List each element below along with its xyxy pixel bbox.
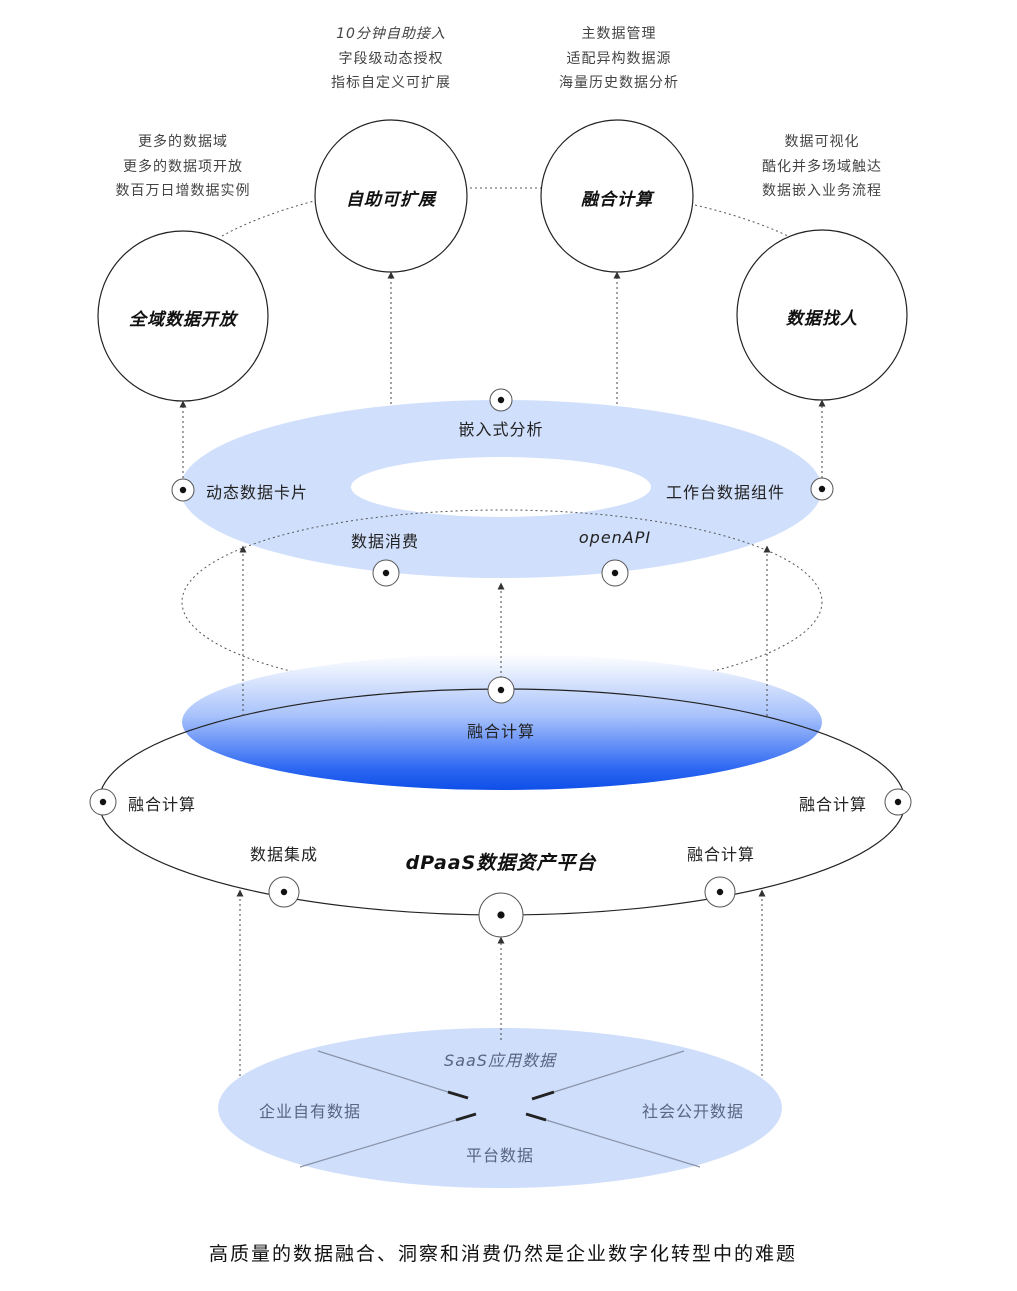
node-markers	[89, 388, 912, 938]
node-workbench	[810, 477, 834, 501]
find-people-note: 数据嵌入业务流程	[762, 183, 882, 199]
label-workbench: 工作台数据组件	[666, 483, 786, 502]
fusion-note: 海量历史数据分析	[559, 75, 679, 91]
source-cross-lines	[299, 1050, 701, 1168]
label-lower-right: 融合计算	[686, 845, 756, 864]
label-platform-left: 融合计算	[128, 795, 197, 814]
node-platform-left	[89, 788, 117, 816]
fusion-notes: 主数据管理 适配异构数据源 海量历史数据分析	[559, 22, 679, 96]
dotted-middle-ellipse	[181, 509, 823, 695]
self-service-notes: 10分钟自助接入 字段级动态授权 指标自定义可扩展	[331, 22, 451, 96]
node-integration	[268, 876, 300, 908]
gradient-disc	[182, 654, 822, 790]
label-platform-right: 融合计算	[799, 795, 868, 814]
caption: 高质量的数据融合、洞察和消费仍然是企业数字化转型中的难题	[208, 1243, 798, 1265]
label-platform-top: 融合计算	[466, 722, 536, 741]
label-dynamic-card: 动态数据卡片	[206, 483, 309, 502]
self-service-note: 10分钟自助接入	[336, 26, 446, 42]
source-enterprise: 企业自有数据	[258, 1102, 362, 1121]
source-saas: SaaS应用数据	[444, 1051, 556, 1070]
self-service-note: 字段级动态授权	[338, 50, 444, 67]
label-embedded: 嵌入式分析	[458, 420, 544, 439]
circle-title-find-people: 数据找人	[786, 309, 858, 329]
node-platform-right	[884, 788, 912, 816]
self-service-note: 指标自定义可扩展	[331, 75, 451, 91]
fusion-note: 适配异构数据源	[566, 50, 672, 67]
node-embedded	[489, 388, 513, 412]
label-integration: 数据集成	[249, 845, 319, 864]
circle-title-self-service: 自助可扩展	[346, 190, 436, 210]
top-dotted-arc	[221, 187, 789, 237]
find-people-note: 酷化并多场域触达	[762, 158, 882, 175]
source-public: 社会公开数据	[641, 1102, 745, 1121]
circle-title-fusion: 融合计算	[581, 190, 653, 210]
node-openapi	[601, 559, 629, 587]
fusion-note: 主数据管理	[581, 26, 657, 42]
dotted-arrows	[179, 271, 826, 1076]
label-consumption: 数据消费	[350, 532, 420, 551]
label-openapi: openAPI	[578, 528, 652, 547]
node-platform-top	[487, 676, 515, 704]
global-open-note: 更多的数据项开放	[123, 158, 243, 175]
find-people-note: 数据可视化	[784, 134, 860, 150]
consumption-ring-hole	[351, 457, 651, 517]
global-open-notes: 更多的数据域 更多的数据项开放 数百万日增数据实例	[116, 130, 251, 204]
node-dynamic-card	[171, 478, 195, 502]
node-lower-right	[704, 876, 736, 908]
node-platform-bottom	[478, 892, 524, 938]
find-people-notes: 数据可视化 酷化并多场域触达 数据嵌入业务流程	[762, 130, 882, 204]
node-consumption	[372, 559, 400, 587]
circle-title-global-open: 全域数据开放	[129, 310, 237, 330]
source-platform: 平台数据	[465, 1146, 535, 1165]
global-open-note: 数百万日增数据实例	[115, 183, 251, 199]
platform-title: dPaaS数据资产平台	[405, 852, 597, 874]
source-disc	[218, 1028, 782, 1188]
global-open-note: 更多的数据域	[138, 134, 228, 150]
